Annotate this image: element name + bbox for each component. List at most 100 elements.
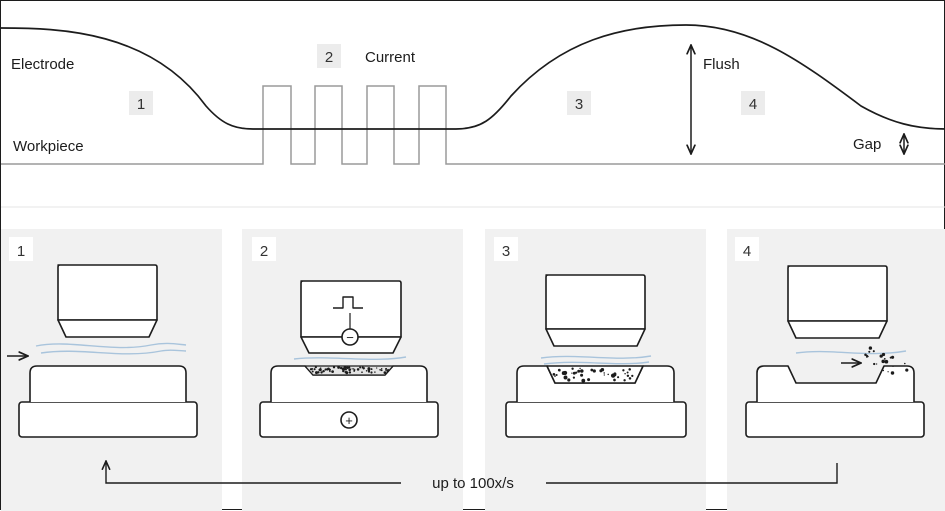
- particle: [379, 368, 381, 371]
- particle: [617, 376, 620, 379]
- current-label: Current: [365, 49, 416, 66]
- particle: [315, 371, 318, 375]
- particle: [348, 366, 350, 369]
- particle: [365, 369, 368, 372]
- particle: [563, 370, 568, 375]
- particle: [322, 369, 325, 373]
- particle: [577, 369, 581, 373]
- svg-text:−: −: [346, 330, 354, 345]
- particle: [558, 369, 561, 372]
- particle: [356, 368, 360, 371]
- debris-flushed-particles: [864, 346, 909, 375]
- particle: [883, 358, 886, 360]
- particle: [311, 370, 314, 373]
- particle: [613, 373, 617, 377]
- cycle-rate-label: up to 100x/s: [432, 475, 514, 492]
- step-3-number-box: [494, 237, 518, 261]
- particle: [352, 368, 355, 370]
- particle: [579, 367, 581, 370]
- particle: [864, 353, 867, 356]
- particle: [603, 374, 605, 376]
- particle: [622, 369, 625, 372]
- particle: [571, 367, 574, 370]
- particle: [613, 378, 616, 382]
- step-2-number-box: [252, 237, 276, 261]
- particle: [626, 371, 629, 374]
- phase-2-box: [317, 44, 341, 68]
- particle: [571, 372, 573, 374]
- particle: [367, 370, 371, 373]
- particle: [628, 377, 632, 380]
- particle: [567, 378, 571, 382]
- phase-1-number: 1: [137, 96, 145, 113]
- particle: [581, 378, 586, 383]
- particle: [386, 370, 389, 372]
- particle: [361, 367, 364, 369]
- particle: [331, 370, 334, 373]
- particle: [904, 362, 906, 365]
- step-3-number: 3: [502, 243, 510, 260]
- particle: [353, 369, 356, 372]
- electrode-position-curve: [1, 24, 945, 130]
- particle: [884, 359, 889, 364]
- particle: [572, 376, 575, 379]
- particle: [872, 350, 875, 353]
- particle: [873, 362, 876, 366]
- particle: [575, 371, 578, 374]
- particle: [555, 373, 558, 377]
- workpiece-current-line: [1, 85, 945, 165]
- particle: [592, 369, 596, 373]
- particle: [332, 366, 336, 369]
- particle: [623, 379, 626, 382]
- gap-label: Gap: [853, 136, 881, 153]
- flush-label: Flush: [703, 56, 740, 73]
- particle: [367, 367, 371, 371]
- particle: [343, 366, 347, 369]
- particle: [359, 366, 362, 369]
- particle: [867, 355, 869, 358]
- particle: [344, 371, 348, 374]
- particle: [631, 374, 634, 378]
- phase-2-number: 2: [325, 49, 333, 66]
- particle: [348, 368, 352, 371]
- phase-3-number: 3: [575, 96, 583, 113]
- particle: [385, 369, 387, 371]
- step-4-illustration: [745, 265, 925, 438]
- step-1-illustration: [7, 264, 198, 438]
- particle: [339, 366, 343, 370]
- particle: [626, 374, 630, 378]
- particle: [628, 368, 631, 371]
- particle: [380, 369, 383, 372]
- positive-terminal-icon: [340, 411, 358, 429]
- particle: [599, 369, 603, 373]
- particle: [607, 373, 609, 376]
- cycle-arrow-icon: [106, 461, 401, 484]
- step-2-number: 2: [260, 243, 268, 260]
- particle: [348, 371, 352, 374]
- electrode-label: Electrode: [11, 56, 74, 73]
- step-4-number: 4: [743, 243, 751, 260]
- debris-particles: [552, 367, 634, 383]
- particle: [890, 371, 895, 375]
- particle: [905, 368, 909, 372]
- particle: [309, 368, 313, 371]
- particle: [351, 368, 353, 370]
- particle: [882, 369, 885, 372]
- particle: [866, 356, 868, 358]
- particle: [868, 350, 871, 353]
- particle: [342, 368, 345, 372]
- phase-1-box: [129, 91, 153, 115]
- particle: [381, 367, 383, 370]
- particle: [875, 363, 878, 365]
- particle: [554, 375, 556, 377]
- particle: [385, 367, 388, 370]
- particle: [891, 355, 895, 359]
- particle: [563, 375, 568, 380]
- cycle-line-right: [546, 463, 838, 484]
- particle: [370, 368, 373, 371]
- phase-4-number: 4: [749, 96, 757, 113]
- particle: [327, 367, 330, 371]
- step-1-number-box: [9, 237, 33, 261]
- phase-3-box: [567, 91, 591, 115]
- svg-text:+: +: [345, 413, 353, 428]
